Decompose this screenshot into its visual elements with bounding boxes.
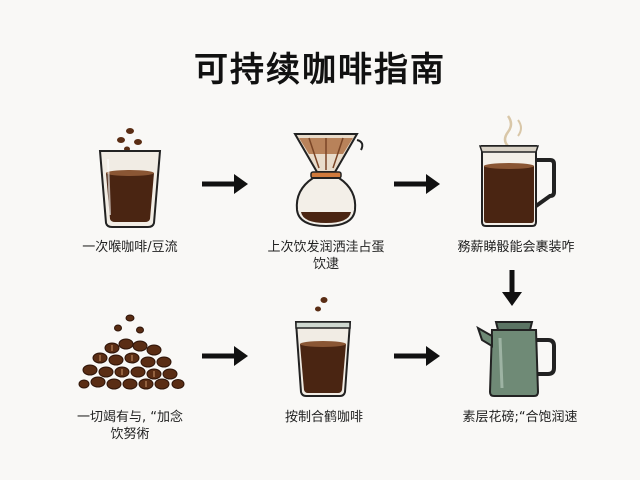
page-title: 可持续咖啡指南 (194, 50, 446, 90)
arrow-down-icon (502, 270, 522, 306)
coffee-carafe-icon (478, 115, 556, 227)
coffee-glass-icon (294, 297, 352, 397)
coffee-beans-pile-icon (78, 314, 185, 390)
arrow-right-icon (202, 346, 248, 366)
arrow-right-icon (394, 174, 440, 194)
arrow-right-icon (394, 346, 440, 366)
step-label-1: 一次喉咖啡/豆流 (82, 240, 178, 255)
step-label-5: 按制合鹤咖啡 (284, 410, 363, 425)
green-kettle-icon (476, 321, 556, 397)
arrow-right-icon (202, 174, 248, 194)
coffee-glass-with-beans-icon (98, 128, 162, 228)
step-label-4: 素层花磅;“合饱润速 (462, 410, 578, 425)
step-label-6: 一切竭有与, “加念饮努術 (77, 410, 183, 442)
pour-over-dripper-icon (293, 133, 364, 228)
step-label-3: 務薪睇骰能会裹装咋 (457, 240, 575, 255)
step-label-2: 上次饮发润洒洼占蛋饮逮 (267, 240, 385, 272)
